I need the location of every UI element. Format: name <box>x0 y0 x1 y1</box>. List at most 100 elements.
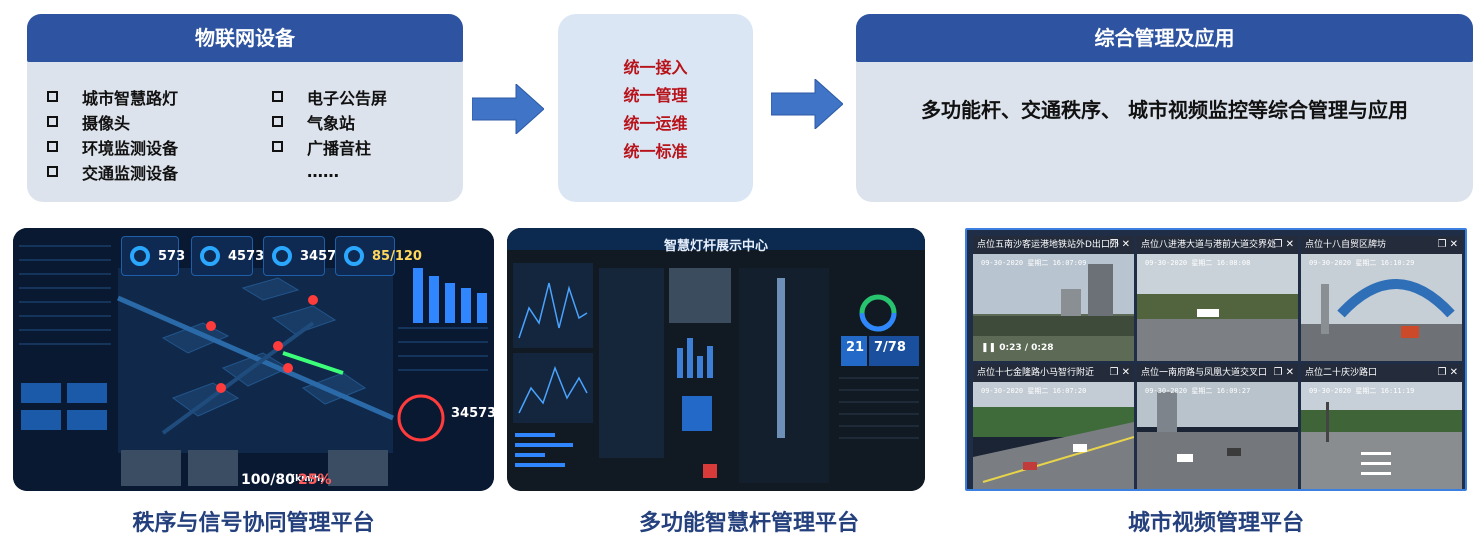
street-scene-illustration <box>973 382 1134 489</box>
pause-icon[interactable]: ❚❚ <box>981 343 997 353</box>
smart-pole-platform-caption: 多功能智慧杆管理平台 <box>638 511 859 536</box>
status-badge: 7/78 <box>869 336 919 366</box>
integrated-application-title: 综合管理及应用 <box>856 14 1473 62</box>
list-item: 摄像头 <box>47 109 178 134</box>
unified-item: 统一接入 <box>623 58 688 77</box>
iot-device-list-right: 电子公告屏 气象站 广播音柱 …… <box>272 84 387 184</box>
playback-time: ❚❚ 0:23 / 0:28 <box>981 343 1054 353</box>
restore-icon[interactable]: ❐ <box>1437 367 1447 378</box>
camera-view: 09-30-2020 星期二 16:11:19 <box>1301 382 1462 489</box>
video-tile[interactable]: 点位十七金隆路小马智行附近 ❐ ✕ 09-30-2020 星期二 16:07:2… <box>973 364 1134 489</box>
video-timestamp: 09-30-2020 星期二 16:07:09 <box>981 259 1087 267</box>
status-badge: 85/120 <box>335 236 422 276</box>
window-controls: ❐ ✕ <box>1437 364 1458 382</box>
list-item: …… <box>307 162 339 181</box>
unified-platform-card: 统一接入 统一管理 统一运维 统一标准 <box>558 14 753 202</box>
video-tile[interactable]: 点位八进港大道与港前大道交界处 ❐ ✕ 09-30-2020 星期二 16:08… <box>1137 236 1298 361</box>
restore-icon[interactable]: ❐ <box>1273 239 1283 250</box>
video-timestamp: 09-30-2020 星期二 16:11:19 <box>1309 387 1415 395</box>
window-controls: ❐ ✕ <box>1109 364 1130 382</box>
close-icon[interactable]: ✕ <box>1121 239 1130 250</box>
street-scene-illustration <box>1137 382 1298 489</box>
list-item: 电子公告屏 <box>272 84 387 109</box>
close-icon[interactable]: ✕ <box>1121 367 1130 378</box>
close-icon[interactable]: ✕ <box>1285 239 1294 250</box>
restore-icon[interactable]: ❐ <box>1109 367 1119 378</box>
list-item: 广播音柱 <box>272 134 387 159</box>
list-item: 交通监测设备 <box>47 159 178 184</box>
city-map-illustration <box>13 228 494 491</box>
ring-icon <box>344 246 364 266</box>
list-item: 城市智慧路灯 <box>47 84 178 109</box>
unified-list: 统一接入 统一管理 统一运维 统一标准 <box>558 54 753 166</box>
smart-pole-platform-screenshot: 智慧灯杆展示中心 21 7/78 <box>507 228 925 491</box>
video-tile-title: 点位二十庆沙路口 <box>1301 364 1462 382</box>
camera-view: 09-30-2020 星期二 16:07:20 <box>973 382 1134 489</box>
camera-view: 09-30-2020 星期二 16:10:29 <box>1301 254 1462 361</box>
street-scene-illustration <box>1301 254 1462 361</box>
unified-item: 统一运维 <box>623 114 688 133</box>
camera-view: 09-30-2020 星期二 16:07:09 ❚❚ 0:23 / 0:28 <box>973 254 1134 361</box>
square-bullet-icon <box>272 116 283 127</box>
video-tile-title: 点位八进港大道与港前大道交界处 <box>1137 236 1298 254</box>
video-tile[interactable]: 点位一南府路与凤凰大道交叉口 ❐ ✕ 09-30-2020 星期二 16:09:… <box>1137 364 1298 489</box>
square-bullet-icon <box>272 91 283 102</box>
signal-platform-screenshot: 573 4573 3457 85/120 34573 100/80 (km/h)… <box>13 228 494 491</box>
video-tile[interactable]: 点位五南沙客运港地铁站外D出口外 ❐ ✕ 09-30-2020 星期二 16:0… <box>973 236 1134 361</box>
street-scene-illustration <box>1301 382 1462 489</box>
right-arrow-icon <box>771 79 843 129</box>
video-platform-screenshot: 点位五南沙客运港地铁站外D出口外 ❐ ✕ 09-30-2020 星期二 16:0… <box>965 228 1467 491</box>
integrated-application-text: 多功能杆、交通秩序、 城市视频监控等综合管理与应用 <box>921 98 1408 122</box>
ring-icon <box>200 246 220 266</box>
list-item: 气象站 <box>272 109 387 134</box>
status-badge: 573 <box>121 236 185 276</box>
square-bullet-icon <box>47 141 58 152</box>
ring-icon <box>272 246 292 266</box>
video-timestamp: 09-30-2020 星期二 16:10:29 <box>1309 259 1415 267</box>
window-controls: ❐ ✕ <box>1109 236 1130 254</box>
ring-icon <box>130 246 150 266</box>
speed-value: 100/80 <box>241 472 295 488</box>
signal-platform-caption: 秩序与信号协同管理平台 <box>132 511 375 536</box>
close-icon[interactable]: ✕ <box>1449 239 1458 250</box>
window-controls: ❐ ✕ <box>1273 236 1294 254</box>
restore-icon[interactable]: ❐ <box>1437 239 1447 250</box>
restore-icon[interactable]: ❐ <box>1109 239 1119 250</box>
iot-devices-title: 物联网设备 <box>27 14 463 62</box>
video-tile-title: 点位一南府路与凤凰大道交叉口 <box>1137 364 1298 382</box>
status-badge: 4573 <box>191 236 264 276</box>
square-bullet-icon <box>47 91 58 102</box>
square-bullet-icon <box>272 141 283 152</box>
square-bullet-icon <box>47 166 58 177</box>
video-timestamp: 09-30-2020 星期二 16:07:20 <box>981 387 1087 395</box>
video-tile[interactable]: 点位十八自贸区牌坊 ❐ ✕ 09-30-2020 星期二 16:10:29 <box>1301 236 1462 361</box>
smart-pole-dashboard-title: 智慧灯杆展示中心 <box>663 239 768 254</box>
status-badge: 3457 <box>263 236 336 276</box>
video-platform-caption: 城市视频管理平台 <box>1127 511 1304 536</box>
window-controls: ❐ ✕ <box>1273 364 1294 382</box>
video-tile-title: 点位五南沙客运港地铁站外D出口外 <box>973 236 1134 254</box>
close-icon[interactable]: ✕ <box>1449 367 1458 378</box>
right-arrow-icon <box>472 84 544 134</box>
window-controls: ❐ ✕ <box>1437 236 1458 254</box>
video-tile-title: 点位十七金隆路小马智行附近 <box>973 364 1134 382</box>
close-icon[interactable]: ✕ <box>1285 367 1294 378</box>
restore-icon[interactable]: ❐ <box>1273 367 1283 378</box>
camera-view: 09-30-2020 星期二 16:09:27 <box>1137 382 1298 489</box>
camera-view: 09-30-2020 星期二 16:08:08 <box>1137 254 1298 361</box>
video-timestamp: 09-30-2020 星期二 16:08:08 <box>1145 259 1251 267</box>
video-timestamp: 09-30-2020 星期二 16:09:27 <box>1145 387 1251 395</box>
street-scene-illustration <box>973 254 1134 361</box>
status-badge: 21 <box>841 336 867 366</box>
list-item: 环境监测设备 <box>47 134 178 159</box>
iot-devices-card: 物联网设备 城市智慧路灯 摄像头 环境监测设备 交通监测设备 电子公告屏 气象站… <box>27 14 463 202</box>
signal-total-value: 34573 <box>451 406 494 421</box>
square-bullet-icon <box>47 116 58 127</box>
rate-value: 25% <box>298 472 332 488</box>
integrated-application-card: 综合管理及应用 多功能杆、交通秩序、 城市视频监控等综合管理与应用 <box>856 14 1473 202</box>
video-tile[interactable]: 点位二十庆沙路口 ❐ ✕ 09-30-2020 星期二 16:11:19 <box>1301 364 1462 489</box>
iot-device-list-left: 城市智慧路灯 摄像头 环境监测设备 交通监测设备 <box>47 84 178 184</box>
speed-unit: (km/h) <box>291 474 325 484</box>
street-scene-illustration <box>1137 254 1298 361</box>
unified-item: 统一管理 <box>623 86 688 105</box>
